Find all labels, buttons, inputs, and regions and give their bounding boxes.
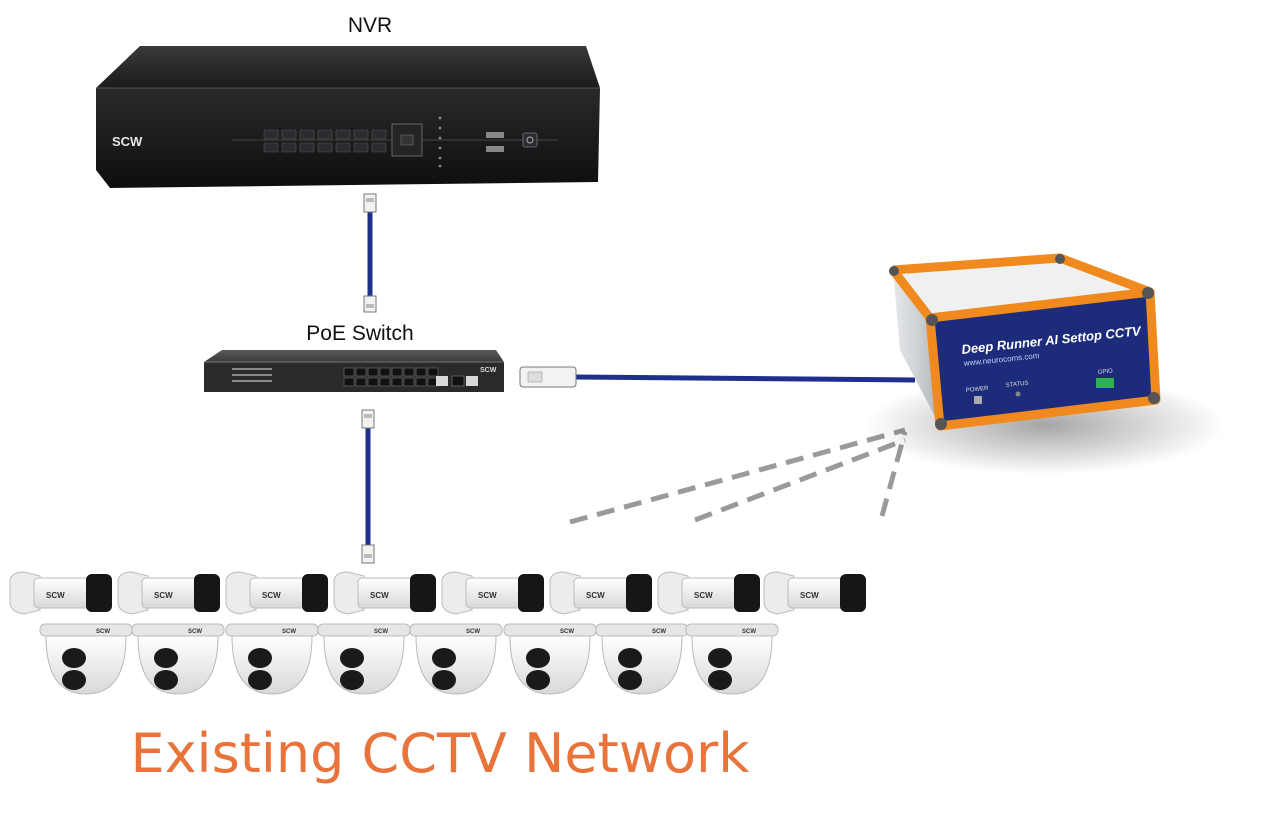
dome-cameras: SCW SCW SCW SCW SCW (39, 623, 779, 695)
svg-text:SCW: SCW (96, 629, 110, 635)
svg-text:SCW: SCW (652, 629, 666, 635)
ai-settop-box: Deep Runner AI Settop CCTV www.neurocoms… (865, 253, 1225, 475)
svg-text:SCW: SCW (478, 591, 497, 600)
power-button (974, 396, 982, 404)
svg-text:SCW: SCW (374, 629, 388, 635)
bullet-camera: SCW (763, 571, 866, 615)
dome-camera: SCW (503, 623, 597, 695)
dome-camera: SCW (595, 623, 689, 695)
svg-text:SCW: SCW (370, 591, 389, 600)
bullet-camera: SCW (549, 571, 652, 615)
svg-text:SCW: SCW (694, 591, 713, 600)
svg-text:SCW: SCW (800, 591, 819, 600)
bullet-camera: SCW (117, 571, 220, 615)
dome-camera: SCW (39, 623, 133, 695)
svg-text:SCW: SCW (46, 591, 65, 600)
cable-switch-cameras (361, 409, 375, 564)
ai-box-status-label: STATUS (1006, 381, 1029, 389)
bullet-camera: SCW (225, 571, 328, 615)
nvr-device: SCW (96, 46, 600, 188)
svg-text:SCW: SCW (466, 629, 480, 635)
dome-camera: SCW (131, 623, 225, 695)
svg-text:SCW: SCW (586, 591, 605, 600)
poe-switch-label: PoE Switch (306, 322, 414, 345)
nvr-label: NVR (347, 14, 393, 37)
bullet-camera: SCW (657, 571, 760, 615)
wireless-link (569, 427, 908, 525)
bullet-camera: SCW (333, 571, 436, 615)
dome-camera: SCW (317, 623, 411, 695)
dome-camera: SCW (409, 623, 503, 695)
bullet-camera: SCW (9, 571, 112, 615)
nvr-brand-logo: SCW (112, 134, 143, 149)
cable-switch-aibox (519, 366, 916, 388)
poe-switch-device: SCW (204, 350, 504, 392)
svg-text:SCW: SCW (188, 629, 202, 635)
dome-camera: SCW (225, 623, 319, 695)
bullet-cameras: SCW SCW SCW SCW SCW (9, 571, 866, 615)
switch-brand-logo: SCW (480, 367, 497, 374)
dome-camera: SCW (685, 623, 779, 695)
status-led (1015, 391, 1021, 397)
network-caption: Existing CCTV Network (130, 722, 750, 785)
svg-text:SCW: SCW (282, 629, 296, 635)
ai-box-gpio-label: GPIO (1098, 368, 1114, 376)
svg-text:SCW: SCW (154, 591, 173, 600)
cable-nvr-switch (363, 193, 377, 313)
ai-box-power-label: POWER (966, 386, 990, 394)
svg-text:SCW: SCW (742, 629, 756, 635)
svg-text:SCW: SCW (560, 629, 574, 635)
gpio-connector (1096, 378, 1114, 388)
svg-text:SCW: SCW (262, 591, 281, 600)
bullet-camera: SCW (441, 571, 544, 615)
